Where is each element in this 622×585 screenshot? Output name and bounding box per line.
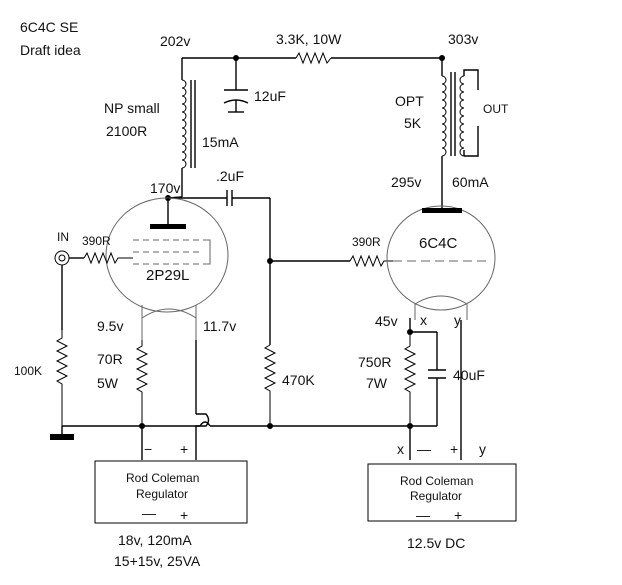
output-transformer <box>441 69 479 208</box>
output-current: 60mA <box>452 174 489 190</box>
right-reg-top-minus: — <box>417 441 431 457</box>
output-grid-stopper <box>349 254 393 268</box>
driver-tube-label: 2P29L <box>146 267 189 284</box>
heater-resistor-power: 5W <box>97 375 119 391</box>
ground-symbol <box>50 426 74 440</box>
diagram-title: 6C4C SE <box>20 19 78 35</box>
choke-name: NP small <box>104 100 160 116</box>
right-reg-supply: 12.5v DC <box>407 535 465 551</box>
cathode-network <box>407 318 462 460</box>
driver-plate-voltage: 170v <box>150 180 180 196</box>
dropping-resistor <box>295 51 332 65</box>
choke-resistance: 2100R <box>106 123 147 139</box>
output-tube-label: 6C4C <box>419 235 458 252</box>
driver-cathode-voltage: 9.5v <box>97 318 123 334</box>
output-grid-leak-resistor <box>263 344 277 426</box>
right-reg-bottom-plus: + <box>454 507 462 523</box>
left-reg-top-minus: − <box>144 441 152 457</box>
input-grid-leak-label: 100K <box>14 364 42 378</box>
left-reg-bottom-plus: + <box>180 507 188 523</box>
left-reg-top-plus: + <box>180 441 188 457</box>
right-reg-bottom-minus: — <box>416 507 430 523</box>
left-reg-name-line2: Regulator <box>136 487 188 501</box>
cathode-resistor-value: 750R <box>358 354 391 370</box>
output-grid-leak-label: 470K <box>282 372 315 388</box>
right-reg-top-plus: + <box>450 441 458 457</box>
right-regulator <box>367 463 517 522</box>
left-reg-supply-line1: 18v, 120mA <box>118 532 192 548</box>
choke-inductor <box>181 79 196 197</box>
driver-grid-stopper-label: 390R <box>82 234 111 248</box>
driver-current: 15mA <box>202 134 239 150</box>
right-reg-top-y: y <box>479 441 486 457</box>
coupling-capacitor-label: .2uF <box>216 168 244 184</box>
dropping-resistor-label: 3.3K, 10W <box>276 31 342 47</box>
output-plate-voltage: 295v <box>391 174 421 190</box>
b-plus-left-voltage: 202v <box>160 33 190 49</box>
right-reg-name-line2: Regulator <box>410 489 462 503</box>
filter-capacitor-label: 12uF <box>254 88 286 104</box>
b-plus-right-voltage: 303v <box>448 31 478 47</box>
filter-capacitor <box>223 58 249 113</box>
input-label: IN <box>57 230 69 244</box>
left-reg-name-line1: Rod Coleman <box>126 471 199 485</box>
heater-resistor <box>135 340 149 426</box>
output-tube <box>386 205 496 320</box>
opt-out-label: OUT <box>483 102 509 116</box>
left-reg-bottom-minus: — <box>142 505 156 521</box>
diagram-subtitle: Draft idea <box>20 42 81 58</box>
cathode-resistor-power: 7W <box>366 375 388 391</box>
driver-tube <box>105 197 229 340</box>
output-grid-stopper-label: 390R <box>352 235 381 249</box>
input-jack <box>54 250 84 330</box>
heater-resistor-value: 70R <box>97 351 123 367</box>
filament-x-label: x <box>420 312 427 328</box>
left-regulator <box>94 460 248 524</box>
right-reg-name-line1: Rod Coleman <box>400 474 473 488</box>
right-reg-top-x: x <box>397 441 404 457</box>
left-reg-supply-line2: 15+15v, 25VA <box>114 553 201 569</box>
opt-impedance: 5K <box>404 115 422 131</box>
ground-bus <box>62 421 437 429</box>
filament-y-label: y <box>454 312 461 328</box>
cathode-resistor <box>403 332 417 426</box>
cathode-bypass-label: 40uF <box>453 367 485 383</box>
output-cathode-voltage: 45v <box>375 313 398 329</box>
driver-grid-stopper <box>83 251 133 265</box>
b-plus-rail <box>181 55 445 80</box>
input-grid-leak-resistor <box>55 330 69 426</box>
opt-name: OPT <box>395 93 424 109</box>
driver-heater-voltage: 11.7v <box>203 318 236 334</box>
